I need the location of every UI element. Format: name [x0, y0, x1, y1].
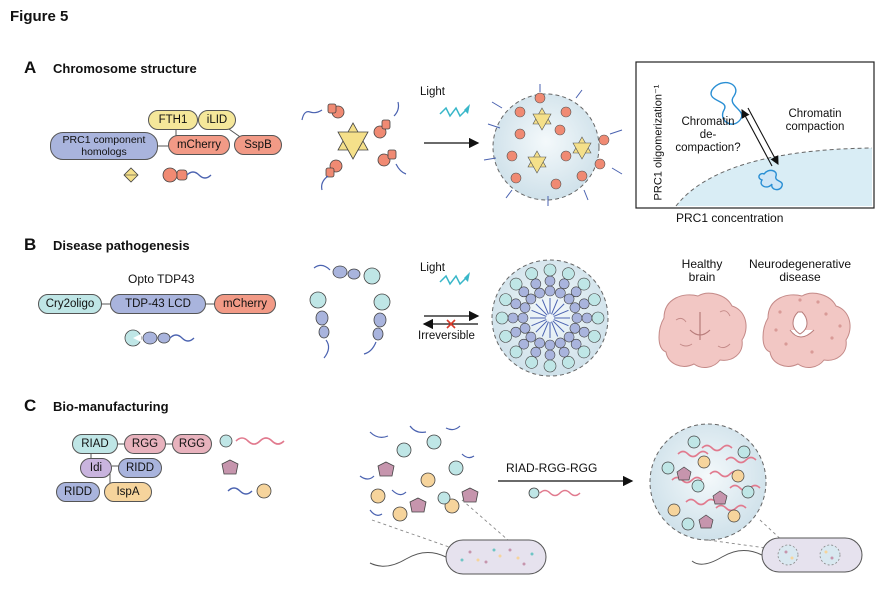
light-label-b: Light [420, 262, 445, 274]
plot-y-label: PRC1 oligomerization⁻¹ [652, 84, 665, 201]
mcherry-pill-a: mCherry [168, 135, 230, 155]
free-enzymes-C [359, 425, 479, 522]
bacterial-cell-left [369, 539, 547, 575]
scaffold-icon [528, 487, 581, 499]
product-legend-icons [219, 434, 285, 499]
rgg-pill-1: RGG [124, 434, 166, 454]
healthy-brain-label: Healthy brain [681, 257, 723, 284]
condensate-droplet-A [483, 84, 623, 206]
idi-pill: Idi [80, 458, 112, 478]
bacterial-cell-right [691, 537, 863, 573]
figure-title: Figure 5 [10, 8, 69, 25]
light-wave-icon-B [439, 274, 467, 286]
prc1-pill: PRC1 component homologs [50, 132, 158, 160]
light-wave-icon [439, 106, 467, 118]
sspb-pill: SspB [234, 135, 282, 155]
ilid-pill: iLID [198, 110, 236, 130]
ispa-pill: IspA [104, 482, 152, 502]
decompacted-chromatin-icon [710, 81, 743, 125]
decompaction-label: Chromatin de-compaction? [675, 116, 741, 154]
compacted-chromatin-icon [758, 169, 783, 191]
neurodegenerative-label: Neurodegenerative disease [748, 257, 852, 284]
compaction-label: Chromatin compaction [785, 108, 845, 133]
rgg-pill-2: RGG [172, 434, 212, 454]
small-fth1-icon [123, 167, 139, 183]
light-label-a: Light [420, 86, 445, 98]
panel-a-letter: A [24, 58, 37, 77]
fth1-pill: FTH1 [148, 110, 198, 130]
ridd-pill-1: RIDD [118, 458, 162, 478]
plot-x-label: PRC1 concentration [676, 211, 784, 225]
cry2oligo-pill: Cry2oligo [38, 294, 102, 314]
condensate-droplet-C [649, 423, 767, 541]
small-sspb-icon [162, 167, 212, 183]
opto-tdp43-label: Opto TDP43 [128, 272, 195, 286]
blocked-x-icon [446, 319, 456, 329]
neurodegenerative-brain-icon [762, 292, 851, 368]
ridd-pill-2: RIDD [56, 482, 100, 502]
free-monomers-B [309, 264, 391, 359]
healthy-brain-icon [658, 292, 747, 368]
irreversible-label: Irreversible [418, 330, 475, 342]
condensate-droplet-B [491, 259, 609, 377]
tdp43-lcd-pill: TDP-43 LCD [110, 294, 206, 314]
scaffold-arrow-label: RIAD-RGG-RGG [506, 461, 598, 475]
mcherry-pill-b: mCherry [214, 294, 276, 314]
panel-b-letter: B [24, 235, 37, 254]
panel-c-letter: C [24, 396, 37, 415]
riad-pill: RIAD [72, 434, 118, 454]
panel-b-title: Disease pathogenesis [53, 238, 190, 253]
oligomer-star-icon [301, 101, 407, 191]
panel-a-title: Chromosome structure [53, 61, 197, 76]
panel-c-title: Bio-manufacturing [53, 399, 169, 414]
small-opto-tdp43-icon [124, 329, 195, 347]
